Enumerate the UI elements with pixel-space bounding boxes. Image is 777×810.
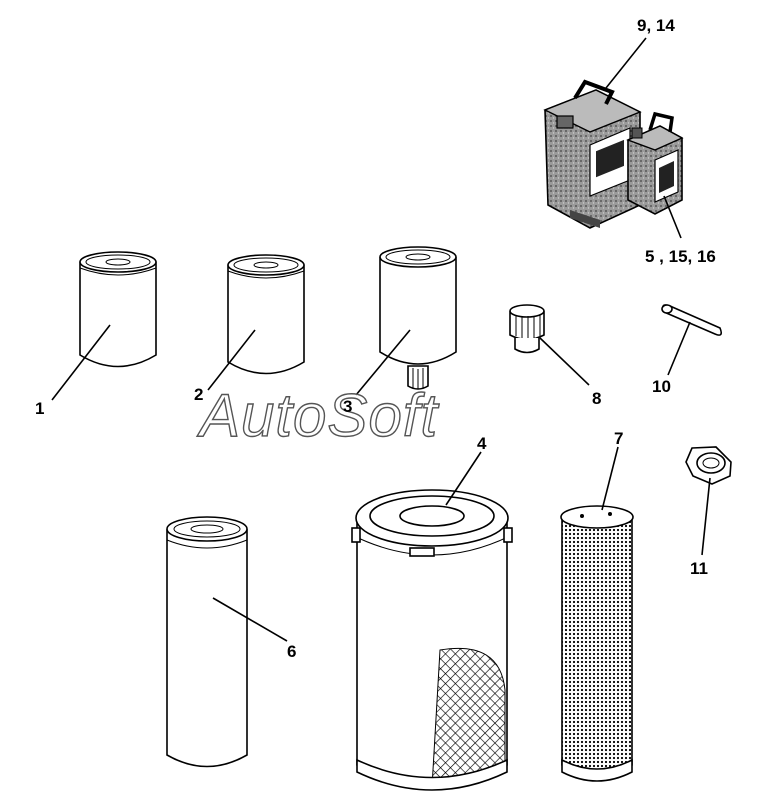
fuel-filter-with-drain-icon [379, 246, 457, 390]
callout-4: 4 [477, 434, 487, 453]
oil-filter-icon [227, 254, 305, 375]
leader-1 [51, 324, 111, 401]
dipstick-rod-icon [661, 304, 722, 336]
leader-6 [212, 597, 288, 642]
callout-8: 8 [592, 389, 601, 408]
leader-7 [601, 446, 619, 511]
callout-9-14: 9, 14 [637, 16, 675, 35]
callout-1: 1 [35, 399, 44, 418]
callout-2: 2 [194, 385, 203, 404]
small-canister-icon [626, 111, 684, 215]
callouts: 1 2 3 4 5 , 15, 16 6 7 8 9, 14 10 11 [35, 16, 716, 661]
callout-6: 6 [287, 642, 296, 661]
leader-5-15-16 [663, 195, 682, 239]
air-filter-inner-icon [560, 505, 634, 782]
air-filter-outer-icon [351, 489, 513, 791]
drain-plug-icon [685, 446, 732, 485]
leader-2 [207, 329, 256, 391]
callout-3: 3 [343, 397, 352, 416]
leader-lines [51, 37, 711, 642]
leader-3 [355, 329, 411, 396]
watermark-text: AutoSoft [197, 382, 439, 449]
callout-7: 7 [614, 429, 623, 448]
large-canister-icon [543, 79, 642, 229]
hydraulic-filter-icon [166, 516, 248, 768]
oil-filter-icon [79, 251, 157, 368]
leader-8 [539, 337, 590, 386]
breather-cap-icon [509, 304, 545, 354]
callout-11: 11 [690, 559, 708, 578]
callout-5-15-16: 5 , 15, 16 [645, 247, 716, 266]
callout-10: 10 [652, 377, 671, 396]
leader-11 [701, 477, 711, 556]
leader-9-14 [605, 37, 647, 89]
leader-4 [445, 451, 482, 506]
leader-10 [667, 321, 691, 376]
